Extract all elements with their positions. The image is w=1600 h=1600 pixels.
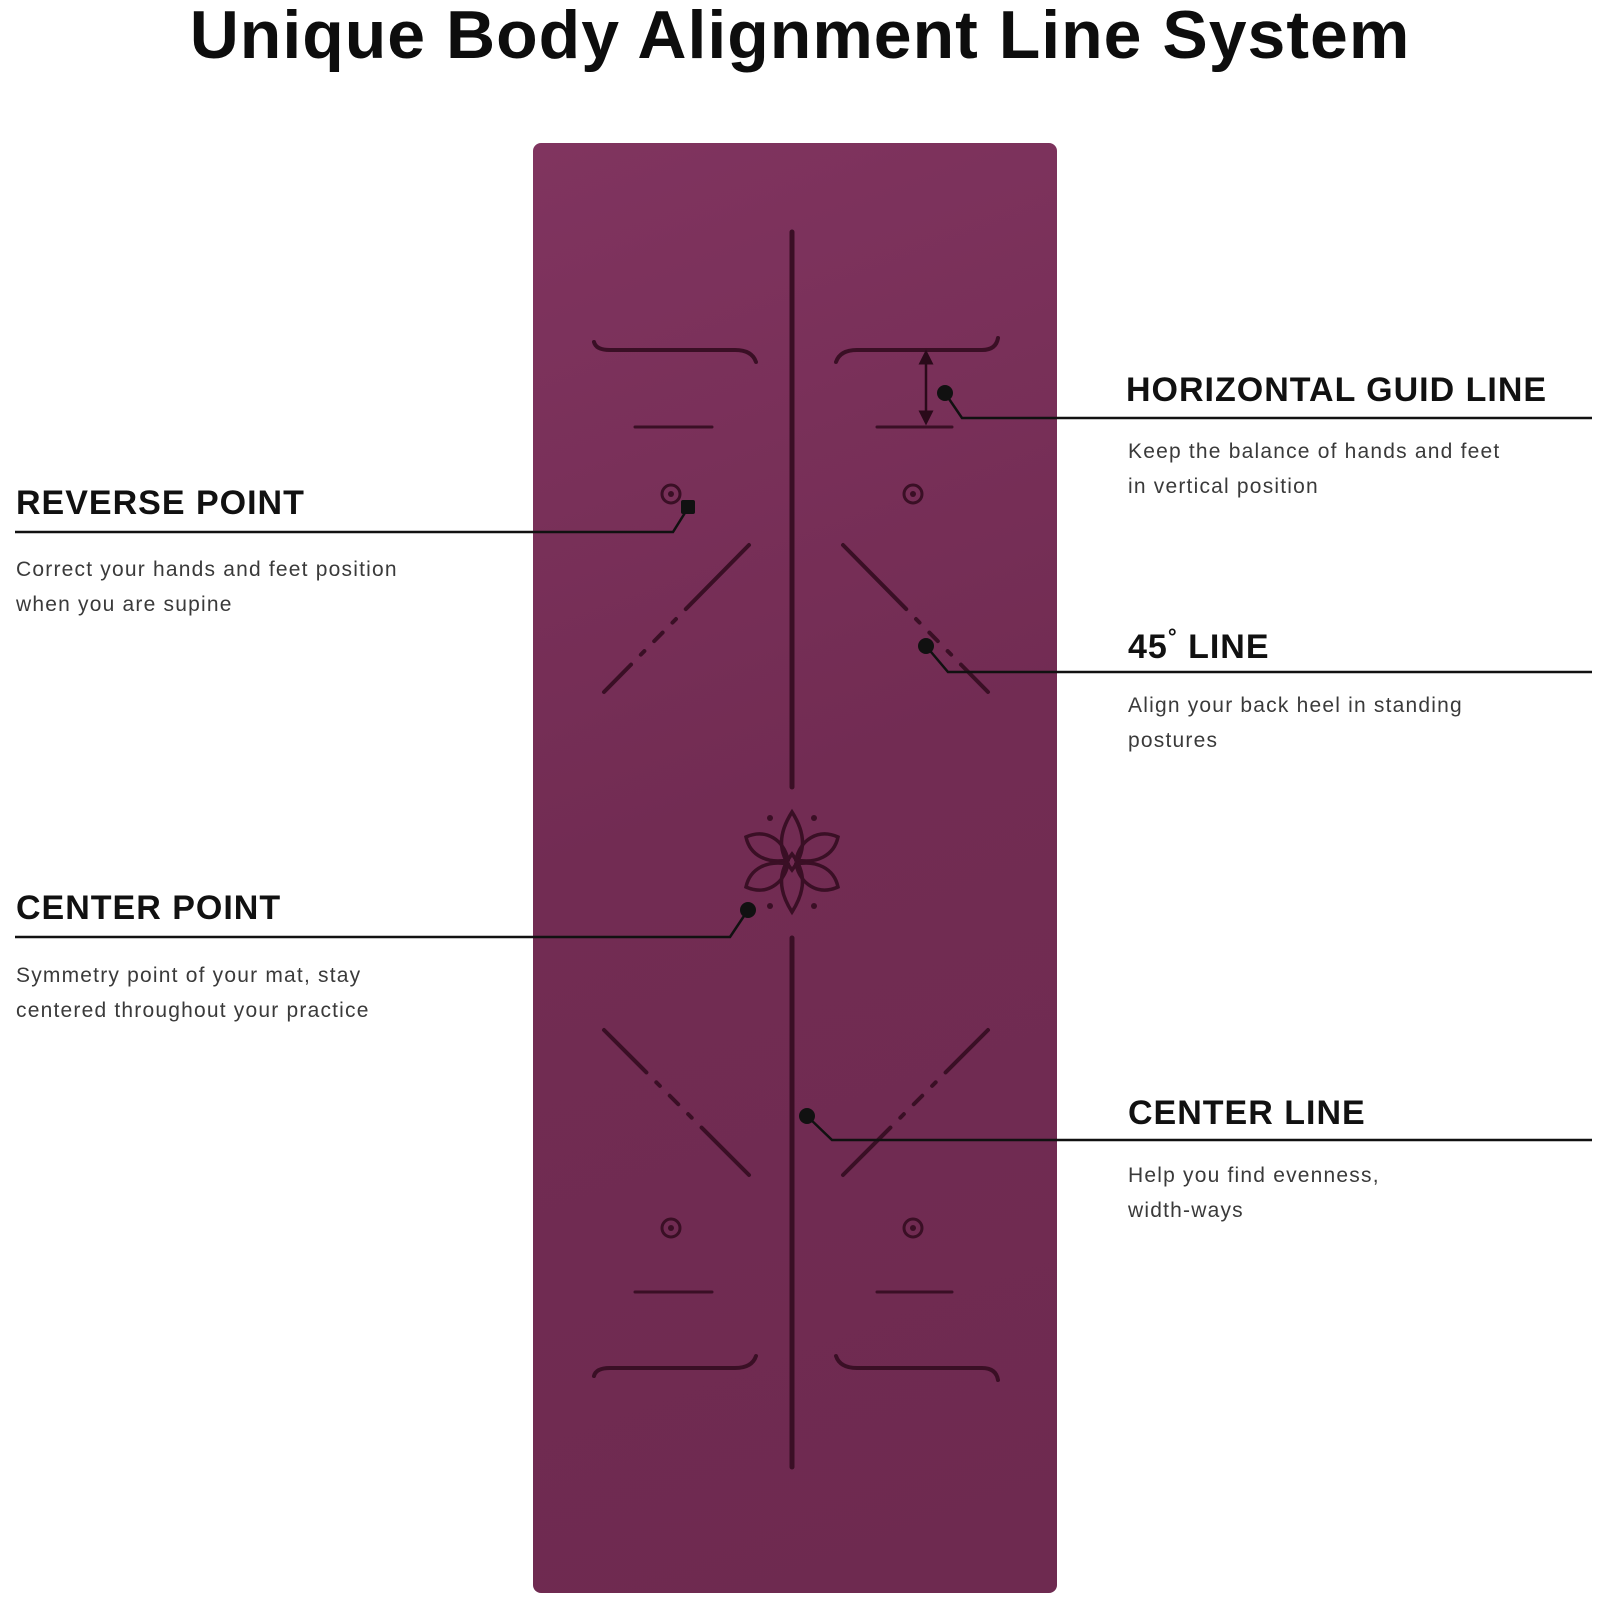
reverse-point-title: REVERSE POINT: [16, 484, 305, 522]
center-line-title: CENTER LINE: [1128, 1094, 1366, 1132]
leader-angle: [925, 645, 1592, 674]
reverse-point-right-top: [902, 483, 924, 505]
angle-line-desc-2: postures: [1128, 729, 1219, 752]
diagonal-left-top: [602, 543, 751, 694]
reverse-point-left-top: [660, 483, 682, 505]
center-point-desc-2: centered throughout your practice: [16, 999, 370, 1022]
marker-center-point: [740, 902, 756, 918]
center-line-desc-2: width-ways: [1128, 1199, 1244, 1222]
reverse-point-left-bottom: [660, 1217, 682, 1239]
reverse-point-right-bottom: [902, 1217, 924, 1239]
horizontal-guide-desc-2: in vertical position: [1128, 475, 1319, 498]
page-title: Unique Body Alignment Line System: [189, 0, 1411, 73]
angle-line-suffix: LINE: [1177, 628, 1270, 666]
marker-horizontal: [937, 385, 953, 401]
foot-line-right-bottom: [834, 1354, 1000, 1382]
marker-center-line: [799, 1108, 815, 1124]
angle-line-number: 45: [1128, 628, 1168, 666]
angle-line-desc-1: Align your back heel in standing: [1128, 694, 1463, 717]
reverse-point-desc-2: when you are supine: [16, 593, 233, 616]
leader-reverse: [15, 507, 690, 534]
center-line-desc-1: Help you find evenness,: [1128, 1164, 1380, 1187]
hand-line-right-top: [834, 336, 1000, 364]
diagonal-right-top: [841, 543, 990, 694]
leader-center-line: [806, 1115, 1592, 1142]
leader-horizontal: [943, 392, 1592, 420]
angle-line-title: 45° LINE: [1128, 624, 1270, 667]
hand-line-left-top: [592, 340, 758, 364]
diagonal-left-bottom: [602, 1028, 751, 1177]
horizontal-guide-title: HORIZONTAL GUID LINE: [1126, 371, 1548, 409]
reverse-point-desc-1: Correct your hands and feet position: [16, 558, 398, 581]
marker-reverse: [681, 500, 695, 514]
leader-center-point: [15, 909, 750, 939]
center-point-title: CENTER POINT: [16, 889, 282, 927]
marker-angle: [918, 638, 934, 654]
center-point-desc-1: Symmetry point of your mat, stay: [16, 964, 362, 987]
horizontal-guide-desc-1: Keep the balance of hands and feet: [1128, 440, 1501, 463]
diagonal-right-bottom: [841, 1028, 990, 1177]
lotus-icon: [743, 808, 841, 916]
foot-line-left-bottom: [592, 1354, 758, 1378]
angle-line-degree: °: [1167, 624, 1178, 649]
